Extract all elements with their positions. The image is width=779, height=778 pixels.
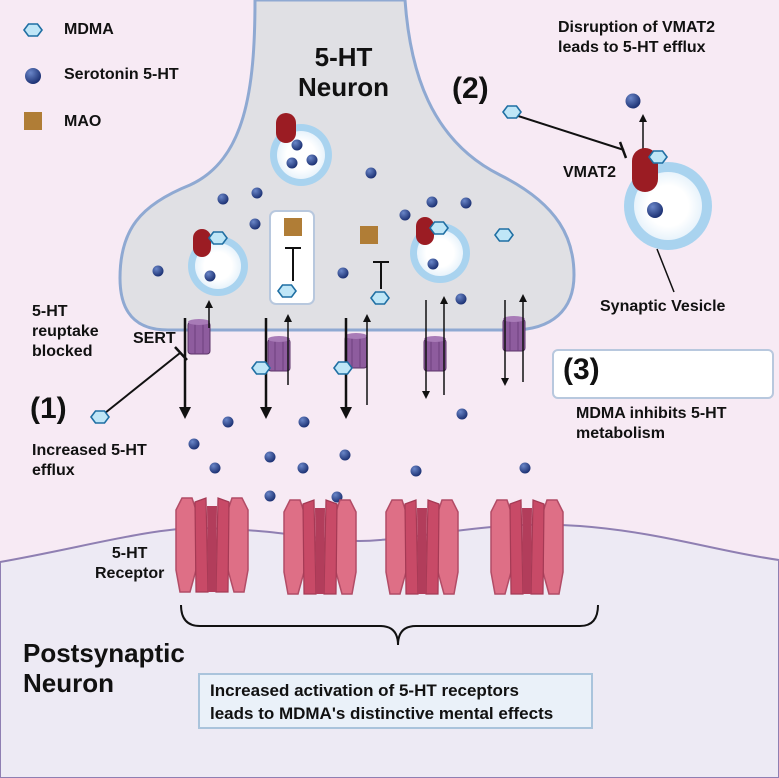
effect-box: Increased activation of 5-HT receptors l… [198,673,593,729]
serotonin-cluster-synapse [188,408,531,503]
mao-caption-line1: MDMA inhibits 5-HT [576,405,727,422]
vmat2-label: VMAT2 [563,164,617,181]
postsynaptic-line1: Postsynaptic [23,638,185,668]
reuptake-caption: 5-HT reuptake blocked [32,302,99,362]
legend-mao-label: MAO [64,113,102,130]
mao-icon [360,226,378,244]
neuron-title-line2: Neuron [298,72,389,102]
receptor-label-line2: Receptor [95,565,165,582]
receptor-label-line1: 5-HT [111,545,148,562]
5ht-receptor [490,499,564,595]
efflux-caption: Increased 5-HT efflux [32,441,147,481]
mao-inhibition-panel [552,349,774,399]
receptor-brace [180,604,599,646]
reuptake-line2: reuptake [32,323,99,340]
sert-transporter [423,335,447,372]
vesicle-right [410,217,470,283]
sert-transporter [187,318,211,355]
reuptake-line3: blocked [32,343,93,360]
vesicle-left [188,229,248,296]
vesicle-top [270,113,332,186]
postsynaptic-line2: Neuron [23,668,114,698]
postsynaptic-label: Postsynaptic Neuron [23,638,185,698]
efflux-line2: efflux [32,462,75,479]
sert-transporter [267,335,291,372]
receptor-label: 5-HT Receptor [95,544,164,584]
vmat2-caption-line2: leads to 5-HT efflux [558,39,706,56]
mao-caption: MDMA inhibits 5-HT metabolism [576,404,727,444]
neuron-title-line1: 5-HT [314,42,373,72]
vmat2-caption-line1: Disruption of VMAT2 [558,19,716,36]
sert-label: SERT [133,330,176,347]
step-1-number: (1) [30,392,67,425]
mao-caption-line2: metabolism [576,425,665,442]
neuron-title: 5-HT Neuron [298,42,389,102]
step-2-number: (2) [452,72,489,105]
sert-transporter [502,315,526,352]
legend-mdma-label: MDMA [64,21,114,38]
reuptake-line1: 5-HT [32,303,68,320]
efflux-line1: Increased 5-HT [32,442,147,459]
step-3-number: (3) [563,353,600,386]
mao-icon [284,218,302,236]
5ht-receptor [175,497,249,593]
synaptic-vesicle-label: Synaptic Vesicle [600,298,726,315]
legend-mdma-icon [23,23,43,37]
5ht-receptor [385,499,459,595]
legend-serotonin-label: Serotonin 5-HT [64,66,179,83]
legend-mao-icon [24,112,42,130]
vmat2-caption: Disruption of VMAT2 leads to 5-HT efflux [558,18,715,58]
5ht-receptor [283,499,357,595]
effect-line1: Increased activation of 5-HT receptors [210,681,519,700]
effect-line2: leads to MDMA's distinctive mental effec… [210,704,554,723]
